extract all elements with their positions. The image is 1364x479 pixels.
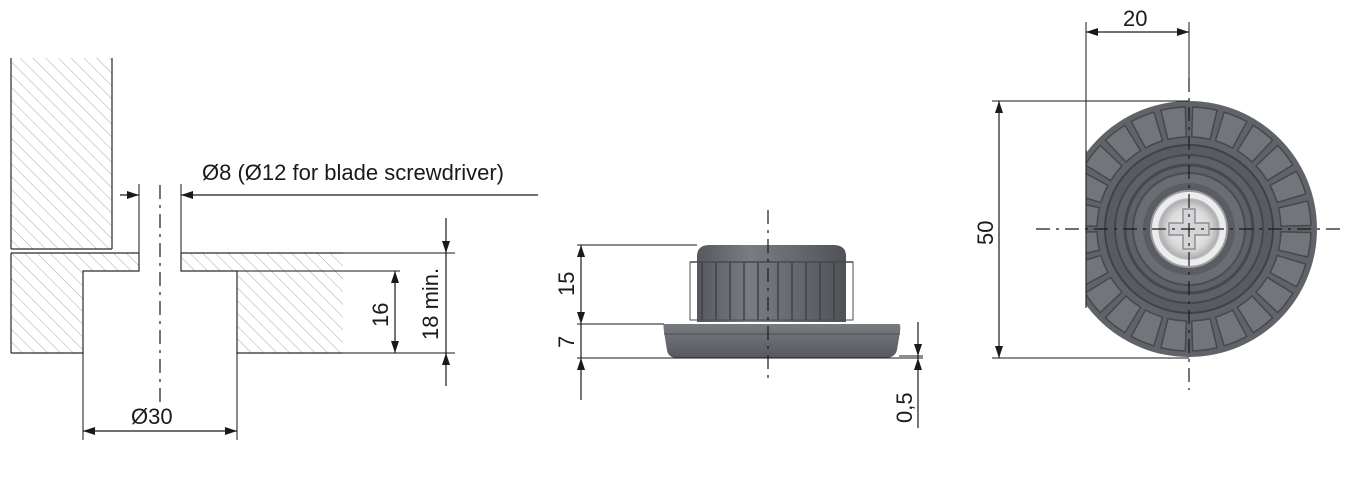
top-view: 20 50	[973, 6, 1346, 390]
knurl-pad	[1190, 317, 1218, 352]
knurl-pad	[1236, 124, 1274, 164]
vertical-panel	[11, 58, 112, 249]
knurl-pad	[1236, 294, 1274, 334]
knurl-pad	[1104, 294, 1142, 334]
knurl-pad	[1160, 106, 1188, 141]
knurl-pad	[1104, 124, 1142, 164]
leveler-body	[697, 245, 846, 322]
knurl-pad	[1086, 276, 1124, 314]
knurl-pad	[1254, 276, 1294, 314]
knurl-pad	[1086, 172, 1109, 204]
knurl-pad	[1086, 254, 1109, 286]
knurl-pad	[1277, 230, 1312, 258]
horizontal-panel	[11, 253, 343, 353]
leveler-flange	[663, 324, 901, 358]
knurl-pad	[1190, 106, 1218, 141]
knurl-pad	[1086, 203, 1101, 228]
protrusion-label: 0,5	[892, 392, 917, 423]
knurl-pad	[1269, 170, 1307, 204]
knurl-pad	[1277, 200, 1312, 228]
knurl-pad	[1254, 144, 1294, 182]
mounting-section-view: Ø8 (Ø12 for blade screwdriver) Ø30 16 18…	[10, 58, 538, 440]
diameter-side-label: 50	[973, 221, 998, 245]
knurl-pads	[1086, 106, 1312, 352]
recess-depth-label: 16	[368, 303, 393, 327]
height-upper-label: 15	[554, 272, 579, 296]
knurl-pad	[1214, 111, 1248, 149]
knurl-pad	[1130, 111, 1164, 149]
bore-diameter-label: Ø30	[131, 404, 173, 429]
width-top-label: 20	[1123, 6, 1147, 31]
height-flange-label: 7	[554, 336, 579, 348]
side-view: 15 7 0,5	[554, 210, 923, 428]
knurl-pad	[1160, 317, 1188, 352]
panel-min-label: 18 min.	[418, 268, 443, 340]
knurl-pad	[1086, 230, 1101, 255]
knurl-pad	[1269, 254, 1307, 288]
knurl-pad	[1130, 309, 1164, 347]
knurl-pad	[1214, 309, 1248, 347]
hole-diameter-label: Ø8 (Ø12 for blade screwdriver)	[202, 160, 504, 185]
